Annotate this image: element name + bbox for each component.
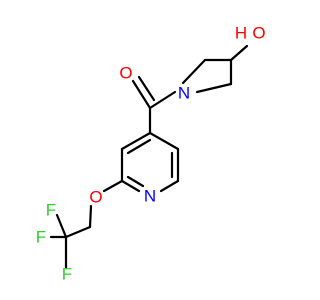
bond-ring-ether bbox=[102, 179, 124, 193]
bond-c4-n bbox=[195, 82, 233, 94]
fluorine-bottom-label: F bbox=[62, 265, 72, 284]
structure-canvas: H O O N N O F F F bbox=[36, 24, 266, 284]
bond-n-c2 bbox=[181, 58, 207, 85]
ring-bond-1 bbox=[148, 131, 180, 151]
ring-bond-4-inner bbox=[126, 175, 145, 188]
ether-oxygen-label: O bbox=[89, 188, 102, 207]
bonds bbox=[49, 44, 249, 270]
bond-c-f3 bbox=[55, 213, 68, 239]
bond-ch2-cf3 bbox=[64, 225, 92, 239]
fluorine-left-label: F bbox=[36, 228, 46, 247]
bond-ether-ch2 bbox=[88, 204, 93, 229]
ring-bond-6 bbox=[120, 131, 152, 151]
ring-bond-4 bbox=[120, 179, 141, 193]
carbonyl-oxygen-label: O bbox=[119, 64, 132, 83]
ring-bond-6-inner bbox=[126, 138, 152, 155]
bond-co-2 bbox=[137, 75, 156, 102]
hydroxyl-h-label: H bbox=[235, 24, 247, 43]
ring-bond-3 bbox=[159, 179, 180, 193]
azetidine-nitrogen-label: N bbox=[178, 84, 190, 103]
bond-co-1 bbox=[131, 79, 152, 110]
pyridine-nitrogen-label: N bbox=[144, 187, 156, 206]
atom-labels: H O O N N O F F F bbox=[36, 24, 266, 284]
molecule-diagram: H O O N N O F F F bbox=[36, 24, 266, 284]
bond-c3-oh bbox=[229, 44, 249, 62]
fluorine-top-label: F bbox=[46, 201, 56, 220]
hydroxyl-o-label: O bbox=[252, 24, 265, 43]
bond-n-carbonyl bbox=[148, 90, 177, 110]
